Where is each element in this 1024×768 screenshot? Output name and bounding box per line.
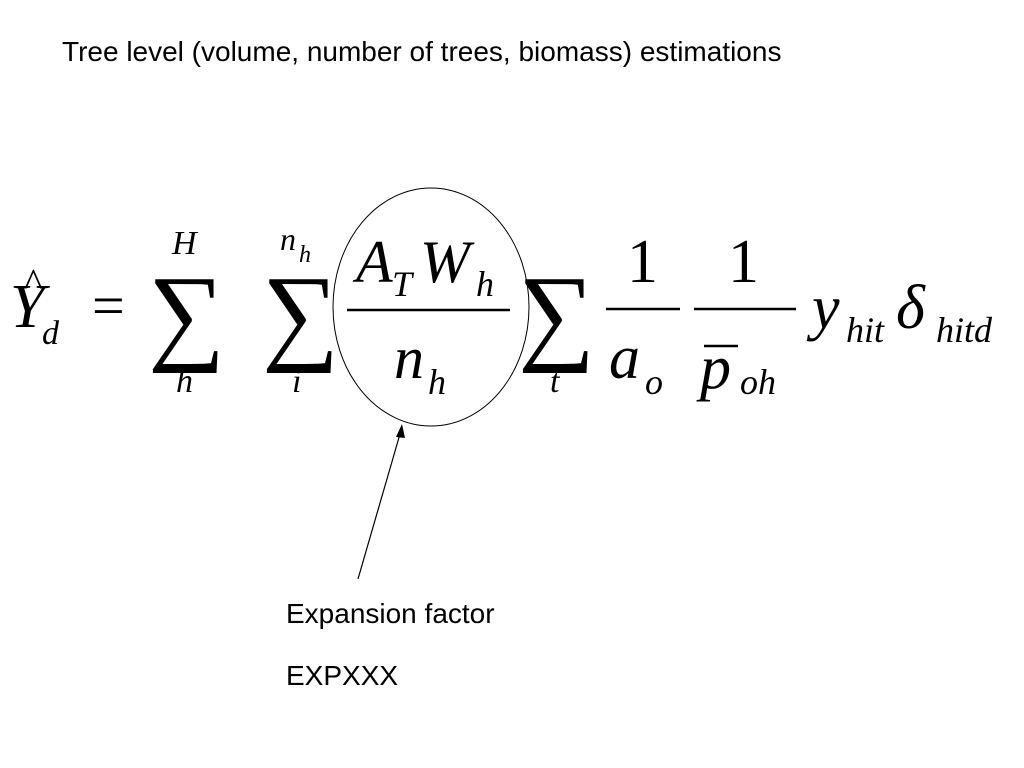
formula-hat: ^ <box>24 260 43 305</box>
sum3-sigma: ∑ <box>518 255 595 374</box>
fraction1-numerator-w: W <box>420 229 475 295</box>
fraction3-denominator-sub: oh <box>740 362 776 402</box>
fraction2-denominator-sub: o <box>645 362 663 402</box>
formula-delta: δ <box>896 274 926 342</box>
formula-y-subscript: d <box>42 315 60 352</box>
sum1-lower: h <box>176 363 193 400</box>
fraction1-numerator-w-sub: h <box>476 264 494 304</box>
sum3-lower: t <box>550 363 561 400</box>
fraction1-numerator-a-sub: T <box>392 264 415 304</box>
expansion-factor-highlight <box>332 187 530 427</box>
fraction2-numerator: 1 <box>627 228 658 296</box>
slide-title: Tree level (volume, number of trees, bio… <box>62 36 782 67</box>
sum1-upper: H <box>171 225 199 262</box>
formula-y-hit-sub: hit <box>846 310 885 350</box>
formula-delta-sub: hitd <box>936 310 993 350</box>
fraction1-denominator-n: n <box>394 325 424 391</box>
fraction1-denominator-sub: h <box>428 362 446 402</box>
formula-y-hit: y <box>806 274 840 342</box>
formula-equals: = <box>92 273 125 338</box>
sum2-upper-sub: h <box>299 242 311 268</box>
sum2-lower: i <box>292 363 301 400</box>
expansion-factor-code: EXPXXX <box>286 660 399 691</box>
annotation-arrow-line <box>357 433 401 580</box>
sum1-sigma: ∑ <box>148 255 225 374</box>
annotation-arrow-head <box>396 424 405 438</box>
fraction2-denominator: a <box>609 324 640 392</box>
sum2-sigma: ∑ <box>262 255 339 374</box>
expansion-factor-label: Expansion factor <box>286 598 495 629</box>
fraction3-numerator: 1 <box>728 228 759 296</box>
sum2-upper-base: n <box>280 221 296 257</box>
fraction1-numerator-a: A <box>352 229 393 295</box>
formula-y-symbol: Y <box>10 273 50 341</box>
fraction3-denominator: p <box>696 334 731 402</box>
